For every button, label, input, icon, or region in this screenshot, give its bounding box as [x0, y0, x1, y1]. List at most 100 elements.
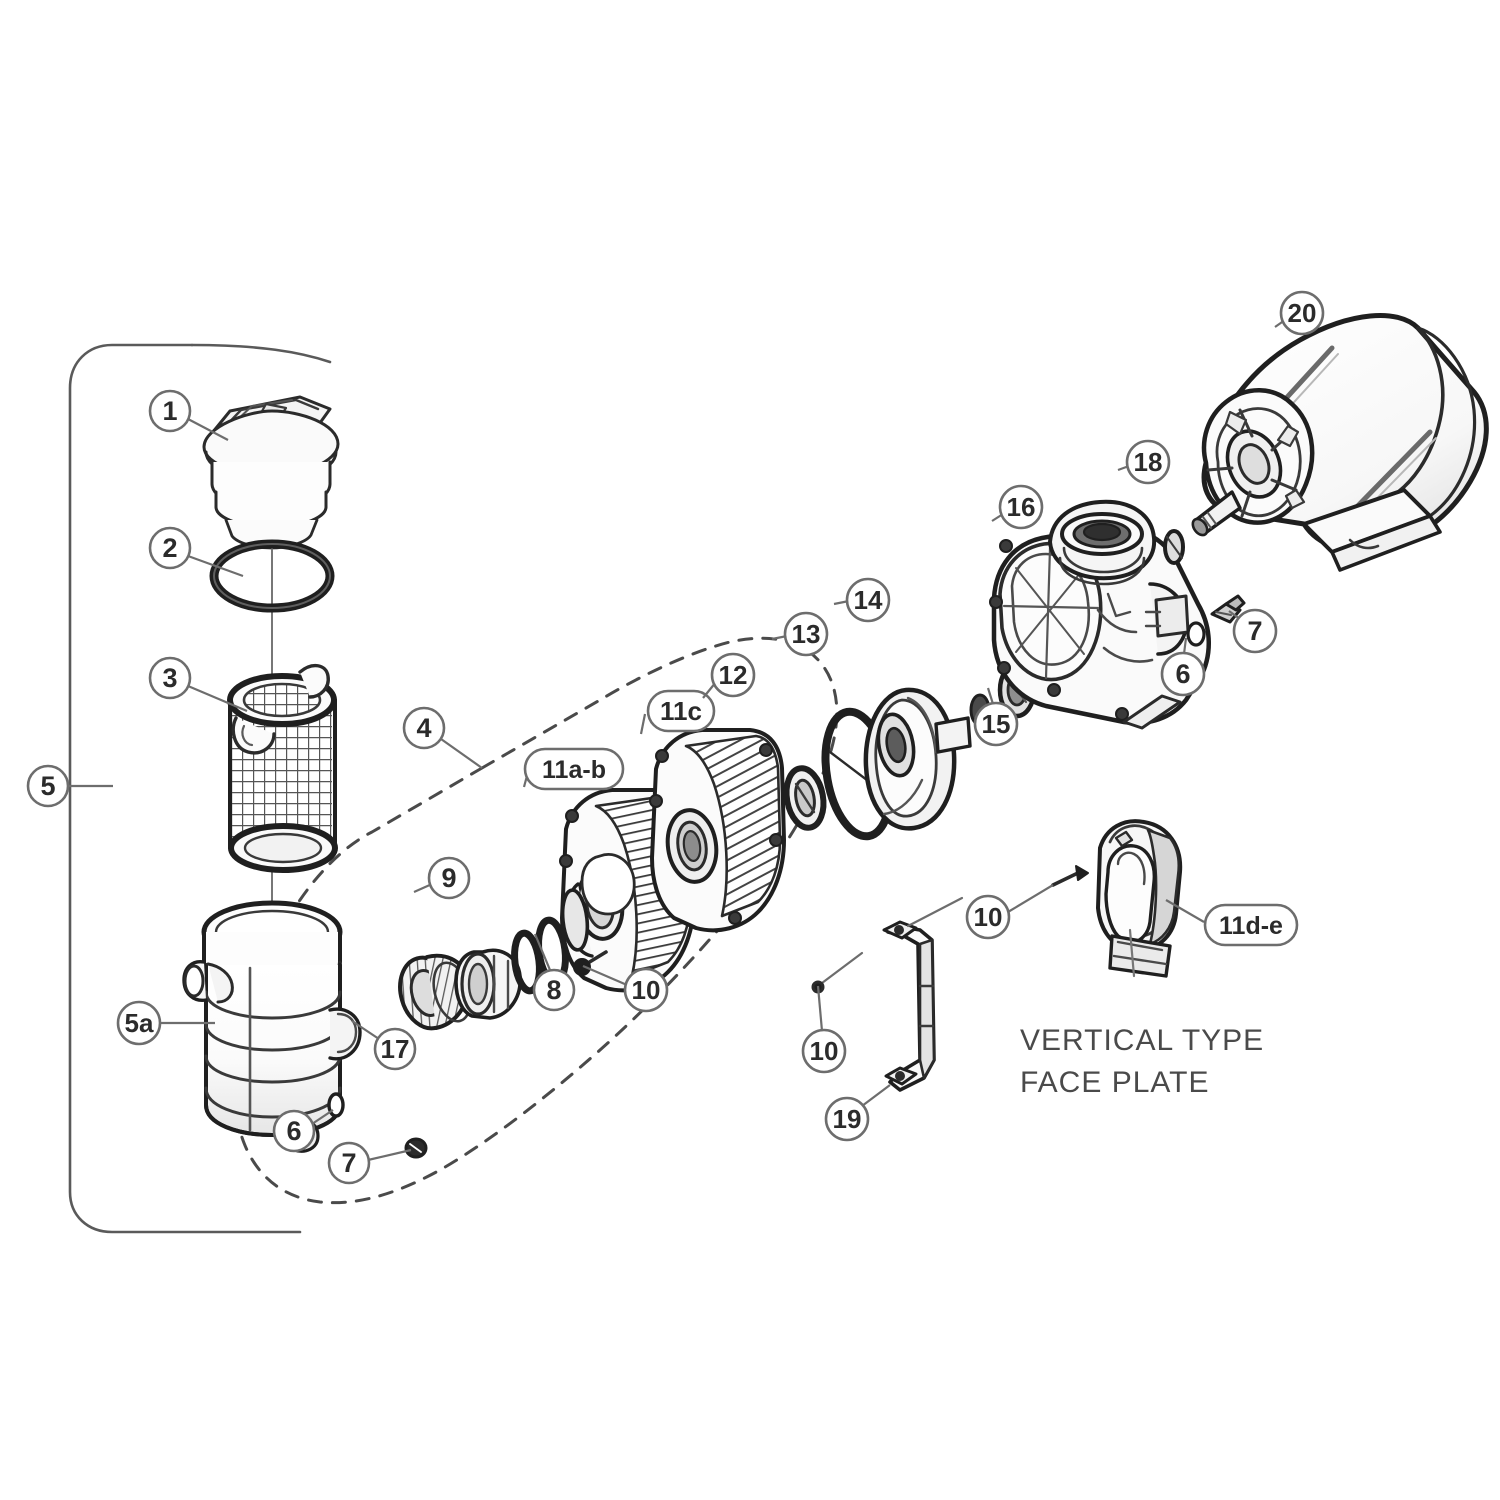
callout-10[interactable]: 10 — [965, 884, 1054, 940]
callout-pill — [646, 689, 716, 733]
callout-leader — [986, 687, 995, 705]
callout-label: 18 — [1134, 447, 1163, 477]
callout-leader — [367, 1148, 412, 1162]
callout-5[interactable]: 5 — [26, 764, 113, 808]
callout-label: 15 — [982, 709, 1011, 739]
callout-20[interactable]: 20 — [1274, 290, 1325, 336]
part-vertical-face-plate — [1096, 819, 1183, 978]
callout-label: 17 — [381, 1034, 410, 1064]
callout-12[interactable]: 12 — [702, 652, 756, 699]
callout-9[interactable]: 9 — [413, 856, 471, 900]
callout-label: 10 — [810, 1036, 839, 1066]
callout-circle — [402, 706, 446, 750]
callout-label: 5a — [125, 1008, 154, 1038]
callout-label: 12 — [719, 660, 748, 690]
callout-label: 10 — [974, 902, 1003, 932]
part-impeller — [863, 687, 972, 831]
callout-6[interactable]: 6 — [272, 1109, 334, 1153]
callout-circle — [148, 656, 192, 700]
callout-circle — [824, 1096, 870, 1142]
callout-3[interactable]: 3 — [148, 656, 248, 713]
callout-circle — [1125, 439, 1171, 485]
callout-label: 9 — [441, 863, 456, 893]
note-line-2: FACE PLATE — [1020, 1066, 1210, 1099]
callout-label: 10 — [632, 975, 661, 1005]
callout-circle — [623, 967, 669, 1013]
part-lid-o-ring — [209, 539, 335, 613]
callout-circle — [1232, 608, 1278, 654]
part-drain-plug-right — [1210, 594, 1246, 624]
callout-10[interactable]: 10 — [582, 964, 669, 1013]
callout-circle — [272, 1109, 316, 1153]
part-drain-port-boss — [328, 1007, 362, 1061]
callout-label: 19 — [833, 1104, 862, 1134]
callout-1[interactable]: 1 — [148, 389, 229, 441]
callout-leader — [533, 933, 552, 971]
callout-label: 5 — [40, 771, 55, 801]
callout-leader — [1165, 899, 1205, 923]
callout-circle — [998, 484, 1044, 530]
callout-circle — [965, 894, 1011, 940]
callout-circle — [1160, 651, 1206, 697]
callout-15[interactable]: 15 — [973, 687, 1019, 747]
callout-leader — [1007, 884, 1054, 913]
part-union-adapter — [454, 948, 522, 1020]
callout-13[interactable]: 13 — [771, 611, 829, 657]
callout-5a[interactable]: 5a — [116, 1000, 215, 1046]
callout-11c[interactable]: 11c — [639, 689, 716, 735]
callout-circle — [148, 526, 192, 570]
callout-label: 11a-b — [542, 756, 606, 784]
part-drain-plug-o-ring-left — [327, 1092, 345, 1118]
callout-18[interactable]: 18 — [1117, 439, 1171, 485]
callout-leader — [187, 554, 244, 578]
callout-7[interactable]: 7 — [327, 1141, 412, 1185]
callout-label: 8 — [546, 975, 561, 1005]
part-drain-plug-o-ring-right — [1186, 621, 1206, 647]
part-seal-plate-rear — [649, 728, 786, 933]
part-strainer-basket — [227, 664, 338, 873]
callout-circle — [710, 652, 756, 698]
callout-circle — [1279, 290, 1325, 336]
callout-label: 16 — [1007, 492, 1036, 522]
callout-circle — [801, 1028, 847, 1074]
callout-2[interactable]: 2 — [148, 526, 244, 578]
callout-7[interactable]: 7 — [1228, 608, 1278, 654]
callout-8[interactable]: 8 — [532, 933, 576, 1012]
callout-17[interactable]: 17 — [351, 1020, 417, 1071]
callout-14[interactable]: 14 — [833, 577, 891, 623]
callout-pill — [523, 747, 625, 791]
part-screw-left — [573, 950, 608, 976]
callout-leader — [582, 964, 628, 987]
vertical-face-plate-note: VERTICAL TYPE FACE PLATE — [1020, 1024, 1263, 1099]
callout-19[interactable]: 19 — [824, 1084, 891, 1142]
callout-label: 11c — [660, 696, 702, 726]
callout-circle — [116, 1000, 162, 1046]
callout-10[interactable]: 10 — [801, 985, 847, 1074]
part-mounting-bracket — [811, 896, 964, 1092]
callout-layer: 123455a678910101011a-b11c11d-e1213141516… — [26, 290, 1325, 1185]
part-strainer-lid — [202, 395, 340, 550]
callout-leader — [311, 1109, 334, 1125]
part-motor — [1191, 313, 1489, 572]
callout-16[interactable]: 16 — [991, 484, 1044, 530]
callout-11a-b[interactable]: 11a-b — [522, 747, 625, 791]
callout-leader — [413, 882, 433, 894]
callout-pill — [1203, 903, 1299, 947]
callout-11d-e[interactable]: 11d-e — [1165, 899, 1299, 947]
part-shaft-seal — [783, 765, 827, 831]
callout-6[interactable]: 6 — [1160, 637, 1206, 697]
callout-4[interactable]: 4 — [402, 706, 483, 769]
part-screw-faceplate — [1051, 865, 1089, 887]
callout-circle — [26, 764, 70, 808]
callout-leader — [639, 713, 647, 735]
callout-label: 3 — [162, 663, 177, 693]
callout-label: 7 — [1247, 616, 1262, 646]
callout-circle — [845, 577, 891, 623]
callout-circle — [148, 389, 192, 433]
callout-label: 1 — [162, 396, 177, 426]
callout-circle — [973, 701, 1019, 747]
callout-label: 2 — [162, 533, 177, 563]
callout-circle — [327, 1141, 371, 1185]
